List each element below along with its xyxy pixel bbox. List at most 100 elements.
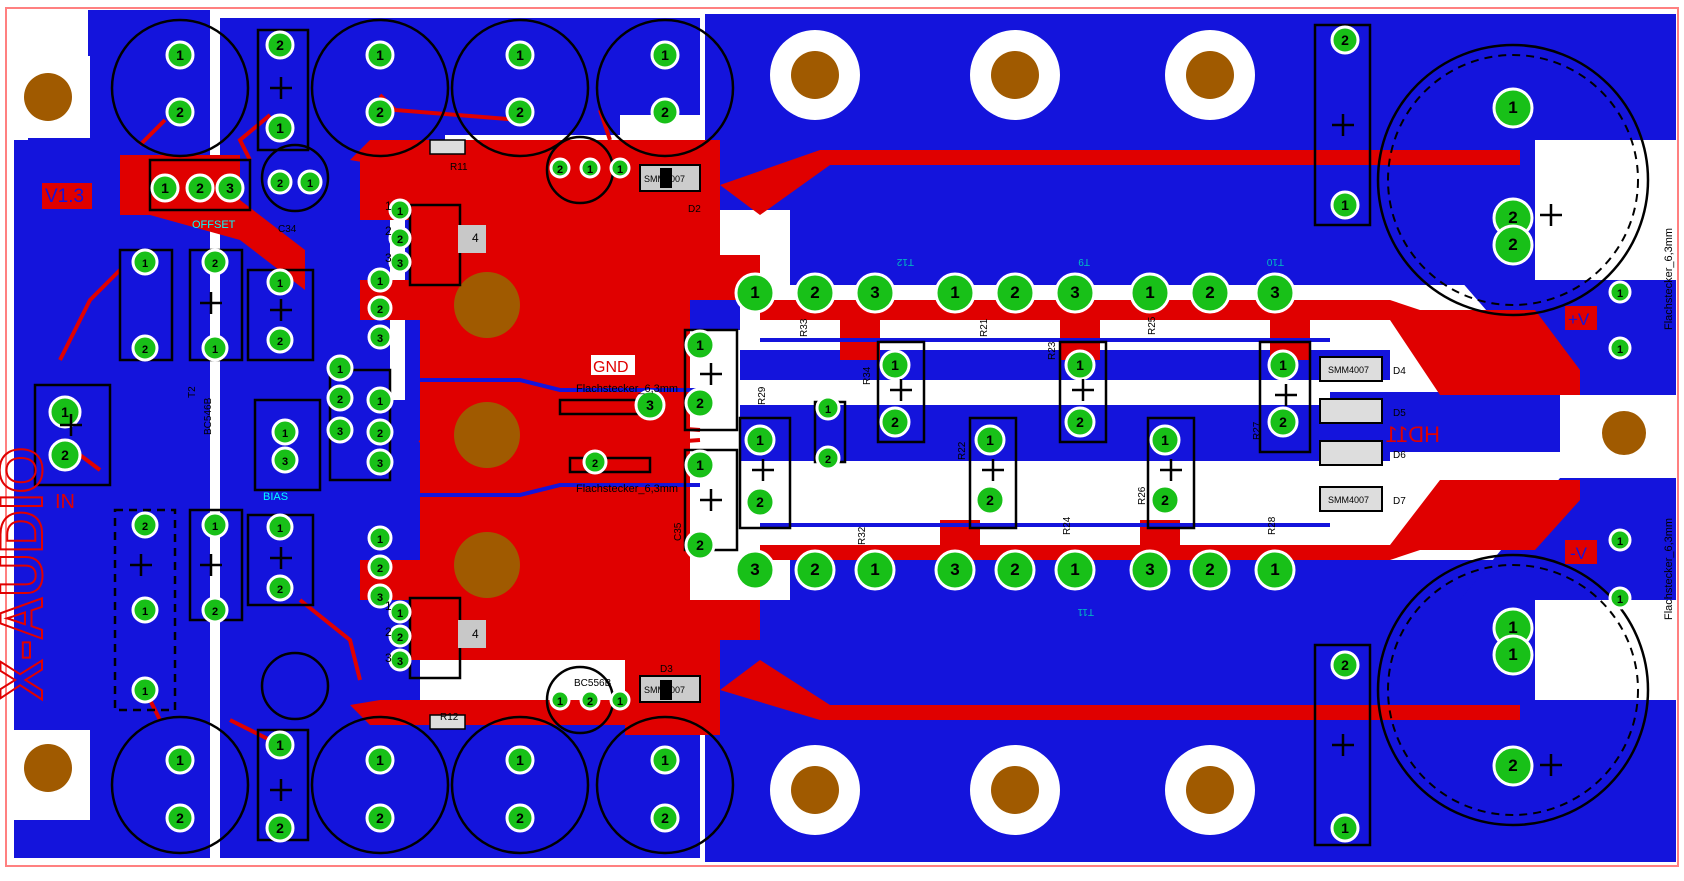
pad[interactable] <box>265 30 295 60</box>
pad[interactable] <box>579 157 601 179</box>
pad[interactable] <box>201 596 229 624</box>
pad[interactable] <box>1492 87 1534 129</box>
pad[interactable] <box>185 173 215 203</box>
pad[interactable] <box>271 446 299 474</box>
pad[interactable] <box>131 248 159 276</box>
pad[interactable] <box>1254 549 1296 591</box>
pad[interactable] <box>367 583 393 609</box>
pad[interactable] <box>549 689 571 711</box>
pad[interactable] <box>794 549 836 591</box>
pad[interactable] <box>165 745 195 775</box>
pad[interactable] <box>388 250 412 274</box>
pad[interactable] <box>650 745 680 775</box>
pad[interactable] <box>734 272 776 314</box>
pad[interactable] <box>367 554 393 580</box>
pad[interactable] <box>1492 224 1534 266</box>
pad[interactable] <box>505 97 535 127</box>
pad[interactable] <box>1267 349 1299 381</box>
pad[interactable] <box>582 449 608 475</box>
pad[interactable] <box>201 248 229 276</box>
pad[interactable] <box>1608 528 1632 552</box>
pad[interactable] <box>744 424 776 456</box>
pad[interactable] <box>266 574 294 602</box>
pad[interactable] <box>131 596 159 624</box>
pad[interactable] <box>367 295 393 321</box>
pad[interactable] <box>744 486 776 518</box>
pad[interactable] <box>365 40 395 70</box>
pad[interactable] <box>505 803 535 833</box>
pad[interactable] <box>1054 549 1096 591</box>
pad[interactable] <box>1330 650 1360 680</box>
pad[interactable] <box>1608 586 1632 610</box>
pad[interactable] <box>131 334 159 362</box>
pad[interactable] <box>150 173 180 203</box>
pad[interactable] <box>1189 549 1231 591</box>
pad[interactable] <box>388 624 412 648</box>
pad[interactable] <box>267 169 293 195</box>
pad[interactable] <box>794 272 836 314</box>
pad[interactable] <box>165 97 195 127</box>
pad[interactable] <box>815 395 841 421</box>
pad[interactable] <box>549 157 571 179</box>
pad[interactable] <box>1054 272 1096 314</box>
pad[interactable] <box>266 268 294 296</box>
pad[interactable] <box>734 549 776 591</box>
pad[interactable] <box>650 97 680 127</box>
pad[interactable] <box>1492 745 1534 787</box>
pad[interactable] <box>1330 813 1360 843</box>
pad[interactable] <box>1064 349 1096 381</box>
pad[interactable] <box>365 803 395 833</box>
pad[interactable] <box>1267 406 1299 438</box>
pad[interactable] <box>131 676 159 704</box>
pad[interactable] <box>271 418 299 446</box>
pad[interactable] <box>1608 280 1632 304</box>
pad[interactable] <box>1149 424 1181 456</box>
pad[interactable] <box>326 416 354 444</box>
pad[interactable] <box>367 324 393 350</box>
pad[interactable] <box>365 745 395 775</box>
pad[interactable] <box>684 449 716 481</box>
pad[interactable] <box>1330 25 1360 55</box>
pad[interactable] <box>1254 272 1296 314</box>
pad[interactable] <box>1064 406 1096 438</box>
pad[interactable] <box>854 272 896 314</box>
pad[interactable] <box>1129 272 1171 314</box>
pad[interactable] <box>1149 484 1181 516</box>
pad[interactable] <box>854 549 896 591</box>
pad[interactable] <box>48 438 82 472</box>
pad[interactable] <box>879 349 911 381</box>
pad[interactable] <box>388 198 412 222</box>
pad[interactable] <box>505 745 535 775</box>
pad[interactable] <box>366 418 394 446</box>
pad[interactable] <box>684 529 716 561</box>
pad[interactable] <box>265 730 295 760</box>
pad[interactable] <box>366 386 394 414</box>
pad[interactable] <box>366 448 394 476</box>
pad[interactable] <box>297 169 323 195</box>
pad[interactable] <box>579 689 601 711</box>
pad[interactable] <box>634 389 666 421</box>
pad[interactable] <box>131 511 159 539</box>
pad[interactable] <box>266 513 294 541</box>
pad[interactable] <box>367 525 393 551</box>
pad[interactable] <box>388 648 412 672</box>
pad[interactable] <box>505 40 535 70</box>
pad[interactable] <box>265 813 295 843</box>
pad[interactable] <box>365 97 395 127</box>
pad[interactable] <box>201 334 229 362</box>
pad[interactable] <box>609 689 631 711</box>
pad[interactable] <box>994 549 1036 591</box>
pad[interactable] <box>879 406 911 438</box>
pad[interactable] <box>48 395 82 429</box>
pad[interactable] <box>1189 272 1231 314</box>
pad[interactable] <box>1129 549 1171 591</box>
pad[interactable] <box>388 600 412 624</box>
pad[interactable] <box>265 113 295 143</box>
pad[interactable] <box>326 354 354 382</box>
pad[interactable] <box>994 272 1036 314</box>
pad[interactable] <box>266 326 294 354</box>
pad[interactable] <box>974 424 1006 456</box>
pad[interactable] <box>1330 190 1360 220</box>
